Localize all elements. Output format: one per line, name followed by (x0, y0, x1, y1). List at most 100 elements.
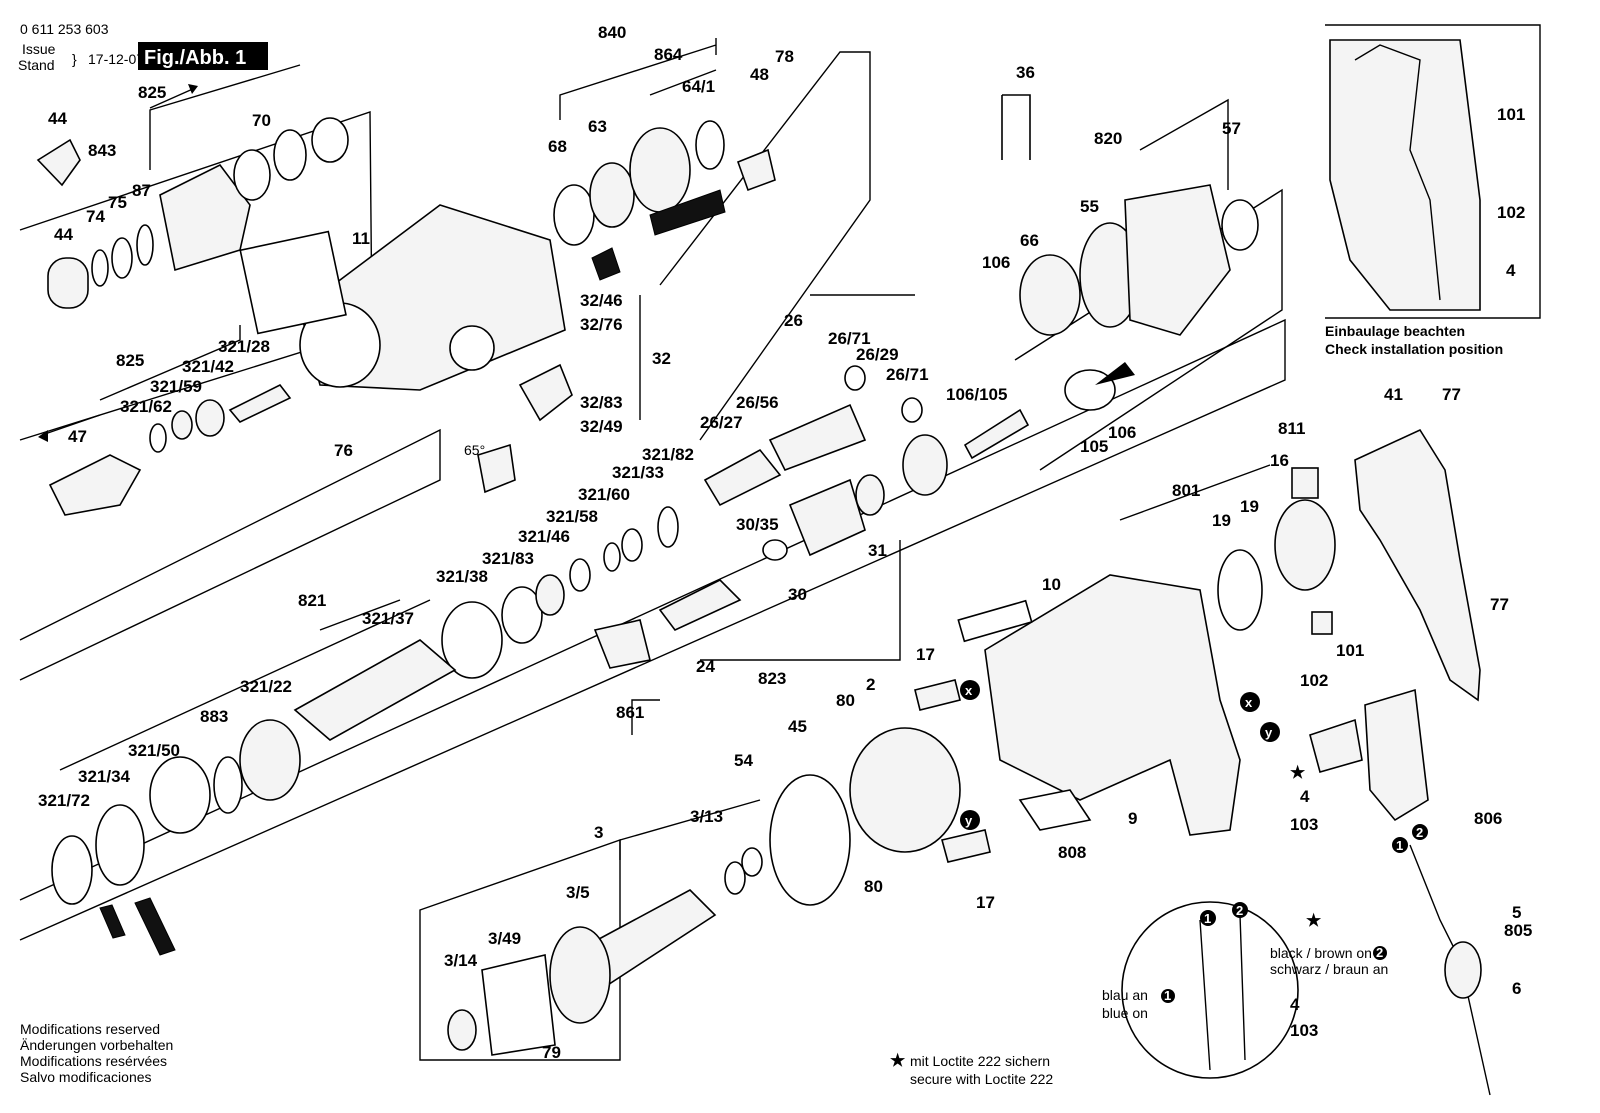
label-6: 6 (1512, 979, 1521, 998)
part-321-82 (657, 506, 679, 548)
part-26-56 (768, 403, 867, 472)
figure-label-box (138, 42, 268, 70)
label-101: 101 (1336, 641, 1364, 660)
label-41: 41 (1384, 385, 1403, 404)
wiring-part-4: 4 (1290, 995, 1300, 1014)
part-321-37-tube (293, 639, 457, 741)
issue-label: Issue (22, 41, 56, 57)
marker-y-right-text: y (1265, 725, 1273, 740)
part-63 (589, 162, 635, 228)
part-32-83 (518, 363, 573, 422)
boundary-rod (19, 428, 441, 681)
part-47 (48, 454, 142, 516)
angle-label: 65° (464, 442, 485, 458)
label-80-bottom: 80 (864, 877, 883, 896)
wiring-bullet-2 (1232, 902, 1248, 918)
part-switch-101 (1364, 688, 1429, 822)
arrowhead-825-mid (38, 430, 48, 442)
mods-es: Salvo modificaciones (20, 1069, 152, 1085)
inset-label-102: 102 (1497, 203, 1525, 222)
bullet-1-cable-text: 1 (1396, 838, 1403, 853)
label-2: 2 (866, 675, 875, 694)
part-ring-843 (273, 129, 307, 181)
wiring-star: ★ (1306, 911, 1322, 930)
wiring-blue-en: blue on (1102, 1005, 1148, 1021)
label-843: 843 (88, 141, 116, 160)
part-861 (593, 619, 651, 669)
connection-markers: x y x y (960, 680, 1280, 830)
part-321-38 (441, 601, 503, 679)
part-grease-tube-a (99, 904, 126, 939)
marker-y-bottom (960, 810, 980, 830)
leader-820 (1139, 98, 1229, 190)
wiring-detail-circle (1121, 901, 1299, 1079)
leader-801 (1119, 464, 1271, 521)
boundary-long (19, 318, 1286, 941)
label-825-mid: 825 (116, 351, 144, 370)
part-45 (769, 774, 851, 906)
marker-y-bottom-text: y (965, 813, 973, 828)
arrow-installation (1095, 362, 1135, 385)
loctite-de: mit Loctite 222 sichern (910, 1053, 1050, 1069)
label-26-71b: 26/71 (886, 365, 929, 384)
label-4: 4 (1300, 787, 1310, 806)
wiring-black-bullet (1373, 946, 1387, 960)
label-30: 30 (788, 585, 807, 604)
label-19b: 19 (1240, 497, 1259, 516)
inset-caption-en: Check installation position (1325, 341, 1503, 357)
inset-label-101: 101 (1497, 105, 1525, 124)
label-321-42: 321/42 (182, 357, 234, 376)
part-ring-87 (136, 224, 154, 266)
part-warning-label (591, 247, 621, 281)
label-820: 820 (1094, 129, 1122, 148)
part-883 (213, 756, 243, 814)
label-63: 63 (588, 117, 607, 136)
label-30-35: 30/35 (736, 515, 779, 534)
label-78: 78 (775, 47, 794, 66)
label-3-14: 3/14 (444, 951, 478, 970)
label-321-34: 321/34 (78, 767, 131, 786)
label-105: 105 (1080, 437, 1108, 456)
part-321-60 (603, 542, 621, 572)
part-26-71b (901, 397, 923, 423)
part-label-strip (649, 189, 726, 236)
label-74: 74 (86, 207, 105, 226)
label-321-72: 321/72 (38, 791, 90, 810)
label-26-71a: 26/71 (828, 329, 871, 348)
part-68 (553, 184, 595, 246)
label-811: 811 (1278, 419, 1305, 438)
leader-row-321 (59, 599, 431, 771)
part-57 (1221, 199, 1259, 251)
label-26-27: 26/27 (700, 413, 743, 432)
label-321-50: 321/50 (128, 741, 180, 760)
part-48 (736, 148, 776, 192)
part-handle-41 (1354, 428, 1481, 702)
label-31: 31 (868, 541, 887, 560)
label-80-top: 80 (836, 691, 855, 710)
label-17-top: 17 (916, 645, 935, 664)
label-321-22: 321/22 (240, 677, 292, 696)
label-883: 883 (200, 707, 228, 726)
label-321-28: 321/28 (218, 337, 270, 356)
leader-825-top (149, 64, 301, 170)
label-26-56: 26/56 (736, 393, 779, 412)
inset-label-4: 4 (1506, 261, 1516, 280)
part-3-14 (447, 1009, 477, 1051)
part-820 (1124, 184, 1231, 336)
label-321-59: 321/59 (150, 377, 202, 396)
part-321-72 (51, 835, 93, 905)
label-44: 44 (54, 225, 73, 244)
label-26: 26 (784, 311, 803, 330)
label-823: 823 (758, 669, 786, 688)
label-3: 3 (594, 823, 603, 842)
part-chuck-cap (47, 257, 89, 309)
wiring-blue-bullet (1161, 989, 1175, 1003)
boundary-inset (1325, 24, 1541, 319)
wiring-blue-de: blau an (1102, 987, 1148, 1003)
label-44-top: 44 (48, 109, 67, 128)
label-321-38: 321/38 (436, 567, 488, 586)
label-48: 48 (750, 65, 769, 84)
part-label-layer: 840 864 78 64/1 48 63 68 825 44 70 843 8… (38, 23, 1532, 1062)
inset-handle-drawing (1329, 39, 1481, 311)
part-wobble (788, 478, 866, 557)
